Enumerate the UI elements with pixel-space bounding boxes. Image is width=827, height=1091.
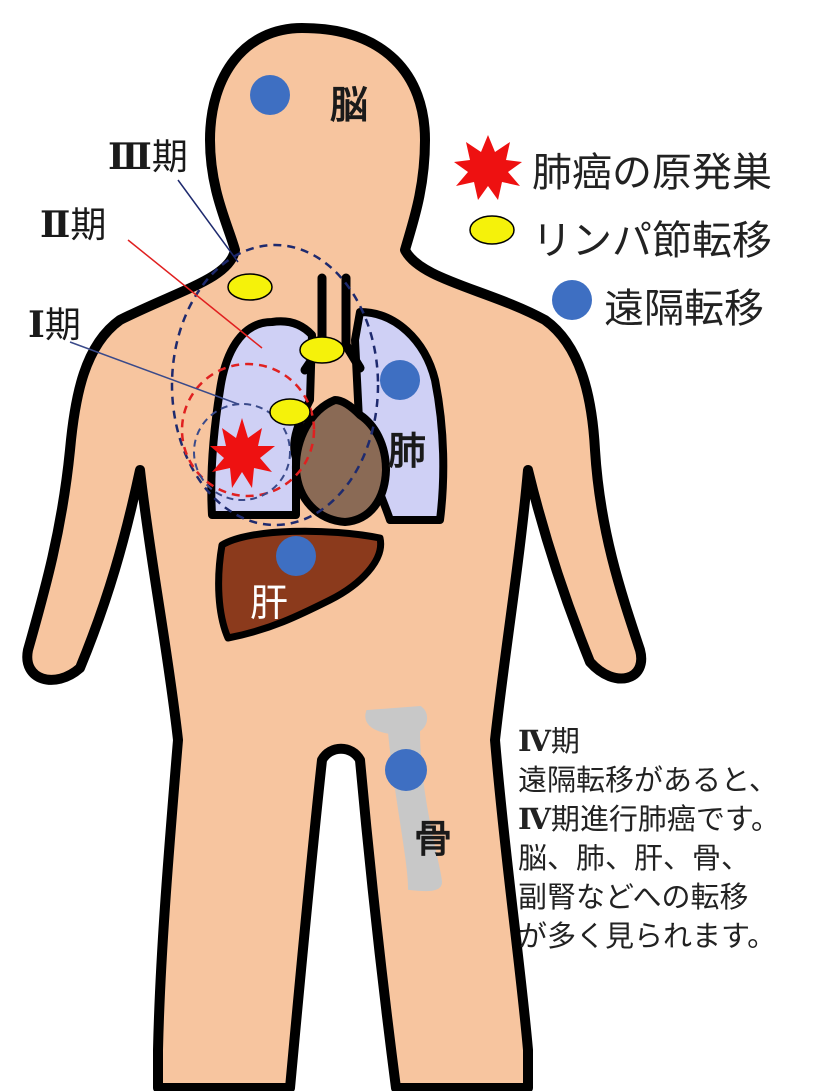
stage-3-label: Ⅲ期	[108, 128, 188, 180]
stage-1-label: Ⅰ期	[28, 296, 81, 348]
legend-tumor-icon	[454, 135, 522, 200]
metastasis-brain	[250, 75, 290, 115]
metastasis-lung	[380, 360, 420, 400]
stage-4-line-1: 遠隔転移があると、	[518, 761, 780, 800]
stage-4-line-4: 副腎などへの転移	[518, 878, 780, 917]
metastasis-liver	[276, 536, 316, 576]
stage-4-line-3: 脳、肺、肝、骨、	[518, 839, 780, 878]
stage-4-line-5: が多く見られます。	[518, 917, 780, 956]
organ-label-brain: 脳	[330, 74, 368, 129]
stage-4-line-2: Ⅳ期進行肺癌です。	[518, 800, 780, 839]
lymph-node-hilar	[270, 399, 310, 425]
organ-label-lung: 肺	[388, 420, 426, 475]
lymph-node-mediastinal	[300, 337, 344, 363]
stage-4-note: Ⅳ期 遠隔転移があると、 Ⅳ期進行肺癌です。 脳、肺、肝、骨、 副腎などへの転移…	[518, 722, 780, 956]
stage-2-label: Ⅱ期	[40, 196, 106, 248]
lymph-node-neck	[228, 274, 272, 300]
organ-label-bone: 骨	[414, 808, 452, 863]
legend-primary-label: 肺癌の原発巣	[532, 140, 772, 198]
organ-label-liver: 肝	[250, 572, 288, 627]
legend-metastasis-icon	[552, 280, 592, 320]
stage-4-heading: Ⅳ期	[518, 722, 780, 761]
legend-lymph-icon	[470, 216, 514, 244]
legend-distant-label: 遠隔転移	[604, 276, 764, 334]
legend-lymph-label: リンパ節転移	[532, 208, 772, 266]
metastasis-bone	[385, 749, 427, 791]
